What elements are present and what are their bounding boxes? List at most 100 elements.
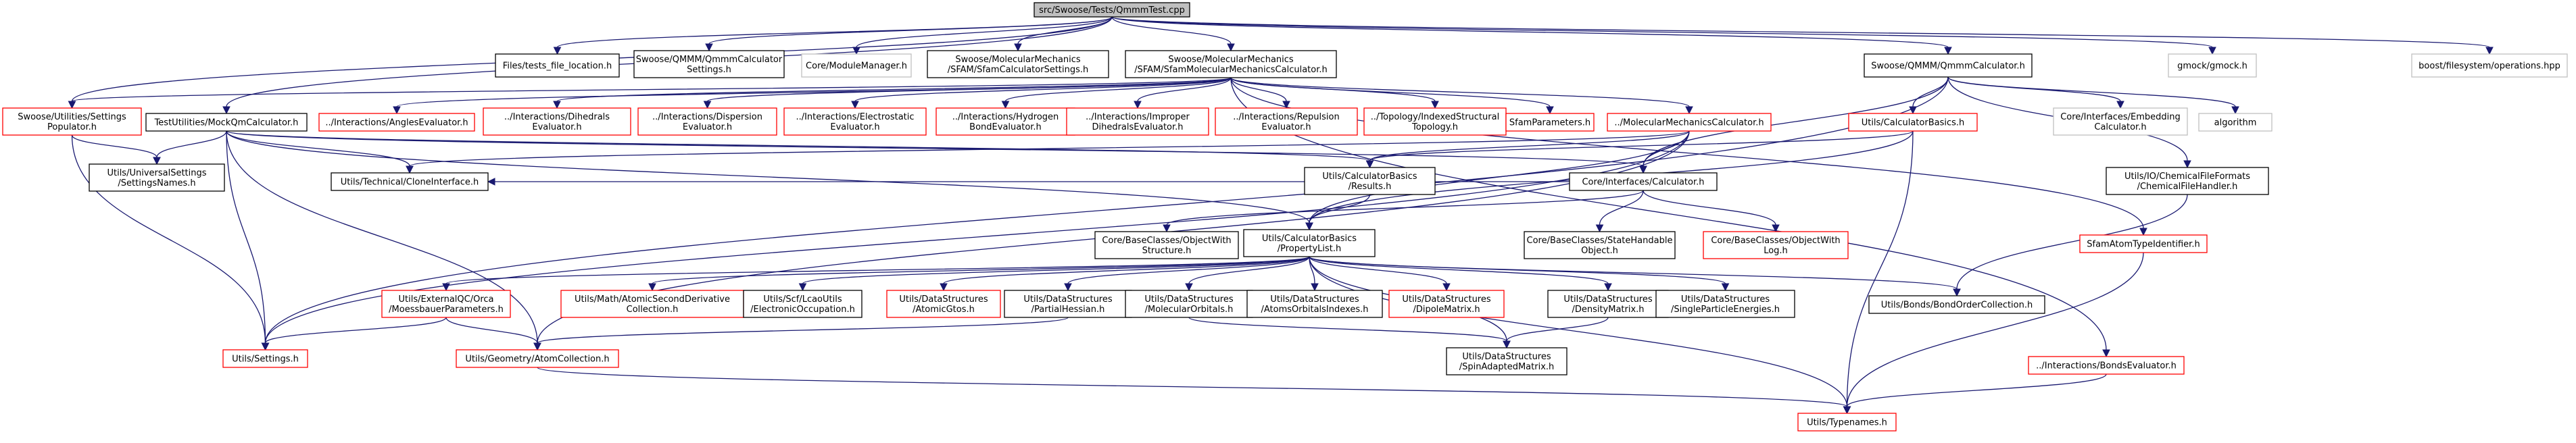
node-electronic-occupation[interactable]: Utils/Scf/LcaoUtils/ElectronicOccupation… (743, 290, 862, 318)
node-atoms-orbitals-indexes[interactable]: Utils/DataStructures/AtomsOrbitalsIndexe… (1246, 290, 1383, 318)
node-calculator-results[interactable]: Utils/CalculatorBasics/Results.h (1304, 167, 1436, 195)
node-box (2198, 113, 2273, 132)
node-label: Collection.h (627, 305, 679, 315)
node-label: /SFAM/SfamMolecularMechanicsCalculator.h (1134, 65, 1328, 75)
node-partial-hessian[interactable]: Utils/DataStructures/PartialHessian.h (1004, 290, 1132, 318)
node-bonds-evaluator[interactable]: ../Interactions/BondsEvaluator.h (2028, 356, 2185, 375)
node-label: Evaluator.h (532, 122, 581, 132)
edge-line (856, 16, 1113, 48)
node-label: boost/filesystem/operations.hpp (2419, 61, 2560, 72)
node-label: Object.h (1581, 246, 1618, 256)
edge-arrowhead (553, 47, 562, 55)
node-core-calculator-interface[interactable]: Core/Interfaces/Calculator.h (1569, 172, 1718, 191)
edge-arrowhead (261, 342, 270, 351)
edge-line (1506, 317, 1609, 342)
node-root-file[interactable]: src/Swoose/Tests/QmmmTest.cpp (1034, 2, 1190, 18)
node-label: Utils/Math/AtomicSecondDerivative (575, 294, 730, 305)
node-angles-evaluator[interactable]: ../Interactions/AnglesEvaluator.h (318, 113, 475, 132)
node-dipole-matrix[interactable]: Utils/DataStructures/DipoleMatrix.h (1388, 290, 1505, 318)
node-orca-moessbauer-parameters[interactable]: Utils/ExternalQC/Orca/MoessbauerParamete… (381, 290, 511, 318)
edge-line (1067, 256, 1310, 284)
edge-line (1846, 252, 2144, 407)
node-typenames[interactable]: Utils/Typenames.h (1797, 413, 1897, 432)
edge-line (1111, 16, 2213, 48)
edge-arrowhead (1843, 406, 1851, 415)
edge-arrowhead (2116, 101, 2124, 109)
edge-arrowhead (1595, 224, 1604, 233)
edge-arrowhead (1431, 101, 1439, 109)
node-molecular-orbitals[interactable]: Utils/DataStructures/MolecularOrbitals.h (1125, 290, 1253, 318)
node-calculator-basics[interactable]: Utils/CalculatorBasics.h (1848, 113, 1978, 132)
node-label: Utils/ExternalQC/Orca (398, 294, 493, 305)
edge-arrowhead (1365, 160, 1374, 169)
node-property-list[interactable]: Utils/CalculatorBasics/PropertyList.h (1243, 229, 1376, 257)
node-label: Utils/DataStructures (1402, 294, 1491, 305)
edge-arrowhead (2208, 47, 2216, 55)
node-atom-collection[interactable]: Utils/Geometry/AtomCollection.h (456, 349, 619, 368)
node-universal-settings-names[interactable]: Utils/UniversalSettings/SettingsNames.h (89, 163, 225, 192)
node-label: Topology.h (1411, 122, 1458, 132)
node-box (633, 50, 785, 78)
edge-line (1309, 256, 1447, 284)
node-label: ../Interactions/Repulsion (1233, 112, 1339, 122)
node-label: /MolecularOrbitals.h (1145, 305, 1234, 315)
edge-line (854, 77, 1232, 102)
node-spin-adapted-matrix[interactable]: Utils/DataStructures/SpinAdaptedMatrix.h (1446, 347, 1568, 375)
edge-arrowhead (1311, 283, 1319, 292)
node-files-tests-file-location[interactable]: Files/tests_file_location.h (495, 53, 620, 78)
node-sfam-calculator-settings[interactable]: Swoose/MolecularMechanics/SFAM/SfamCalcu… (927, 50, 1109, 78)
node-bond-order-collection[interactable]: Utils/Bonds/BondOrderCollection.h (1868, 295, 2045, 314)
node-chemical-file-handler[interactable]: Utils/IO/ChemicalFileFormats/ChemicalFil… (2106, 167, 2269, 195)
edge-arrowhead (1014, 43, 1022, 52)
node-box (1094, 231, 1239, 259)
edge-line (1230, 77, 1690, 107)
node-label: ../Interactions/Improper (1086, 112, 1190, 122)
node-box (1034, 2, 1190, 18)
node-atomic-second-derivative-collection[interactable]: Utils/Math/AtomicSecondDerivativeCollect… (560, 290, 744, 318)
edge-line (409, 130, 1690, 167)
node-box (801, 53, 912, 78)
node-box (1004, 290, 1132, 318)
node-single-particle-energies[interactable]: Utils/DataStructures/SingleParticleEnerg… (1655, 290, 1795, 318)
edge-arrowhead (222, 106, 230, 115)
node-label: /PropertyList.h (1278, 244, 1342, 254)
node-mock-qm-calculator[interactable]: TestUtilities/MockQmCalculator.h (145, 113, 308, 132)
node-sfam-atom-type-identifier[interactable]: SfamAtomTypeIdentifier.h (2079, 234, 2208, 253)
node-label: Core/BaseClasses/StateHandable (1527, 236, 1673, 246)
node-box (89, 163, 225, 192)
node-label: Utils/DataStructures (899, 294, 988, 305)
node-label: ../Interactions/Dispersion (652, 112, 762, 122)
node-sfam-parameters[interactable]: SfamParameters.h (1505, 113, 1595, 132)
node-molecular-mechanics-calculator[interactable]: ../MolecularMechanicsCalculator.h (1607, 113, 1772, 132)
node-box (1388, 290, 1505, 318)
node-label: /AtomicGtos.h (913, 305, 975, 315)
edge-arrowhead (1001, 101, 1010, 109)
node-box (456, 349, 619, 368)
edge-arrowhead (1163, 224, 1171, 233)
node-atomic-gtos[interactable]: Utils/DataStructures/AtomicGtos.h (886, 290, 1001, 318)
node-density-matrix[interactable]: Utils/DataStructures/DensityMatrix.h (1547, 290, 1669, 318)
edge-line (1309, 256, 1848, 407)
edge-arrowhead (68, 101, 76, 109)
edge-line (1956, 194, 2188, 290)
edge-line (1369, 130, 1690, 161)
node-improper-dihedrals-evaluator[interactable]: ../Interactions/ImproperDihedralsEvaluat… (1066, 107, 1209, 136)
node-sfam-molecular-mechanics-calculator[interactable]: Swoose/MolecularMechanics/SFAM/SfamMolec… (1125, 50, 1337, 78)
node-qmmm-calculator[interactable]: Swoose/QMMM/QmmmCalculator.h (1864, 53, 2033, 78)
node-utils-settings[interactable]: Utils/Settings.h (222, 349, 308, 368)
node-dihedrals-evaluator[interactable]: ../Interactions/DihedralsEvaluator.h (483, 107, 631, 136)
node-module-manager: Core/ModuleManager.h (801, 53, 912, 78)
node-clone-interface[interactable]: Utils/Technical/CloneInterface.h (331, 172, 489, 191)
node-box (483, 107, 631, 136)
node-label: Core/BaseClasses/ObjectWith (1711, 236, 1840, 246)
